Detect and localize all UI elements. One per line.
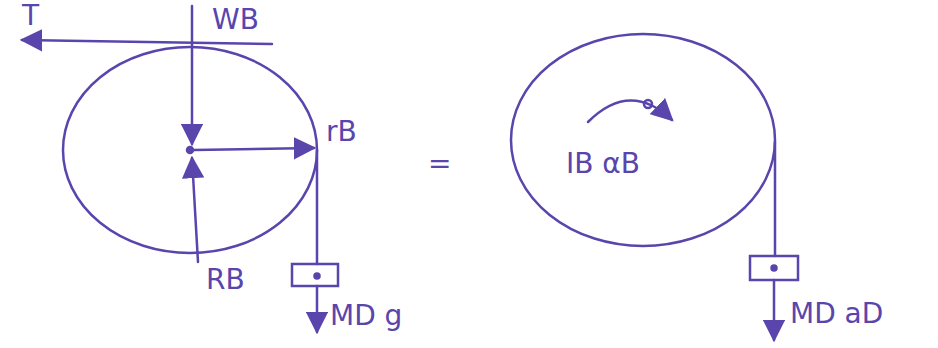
force-label: RB [206, 266, 245, 294]
force-label: MD g [330, 302, 402, 330]
pulley-outline [511, 34, 775, 246]
block-dot [315, 274, 320, 279]
reaction-arrow [192, 158, 198, 262]
inertia-arrow [773, 280, 776, 340]
rope [774, 142, 777, 256]
inertia-label: MD aD [790, 300, 883, 328]
dimension-label: rB [326, 118, 357, 146]
block [750, 256, 798, 280]
gravity-arrow [316, 286, 319, 332]
moment-arrow [588, 100, 672, 122]
force-label: WB [212, 6, 259, 34]
block [292, 264, 338, 286]
rope [316, 150, 319, 264]
radius-arrow [194, 148, 314, 150]
center-dot [187, 147, 193, 153]
block-dot [772, 266, 777, 271]
weight-arrow [191, 6, 194, 144]
pulley-outline [63, 47, 317, 253]
tension-arrow [22, 40, 272, 44]
moment-label: IB αB [566, 150, 640, 178]
equals-sign: = [428, 150, 451, 178]
force-label: T [22, 2, 39, 30]
